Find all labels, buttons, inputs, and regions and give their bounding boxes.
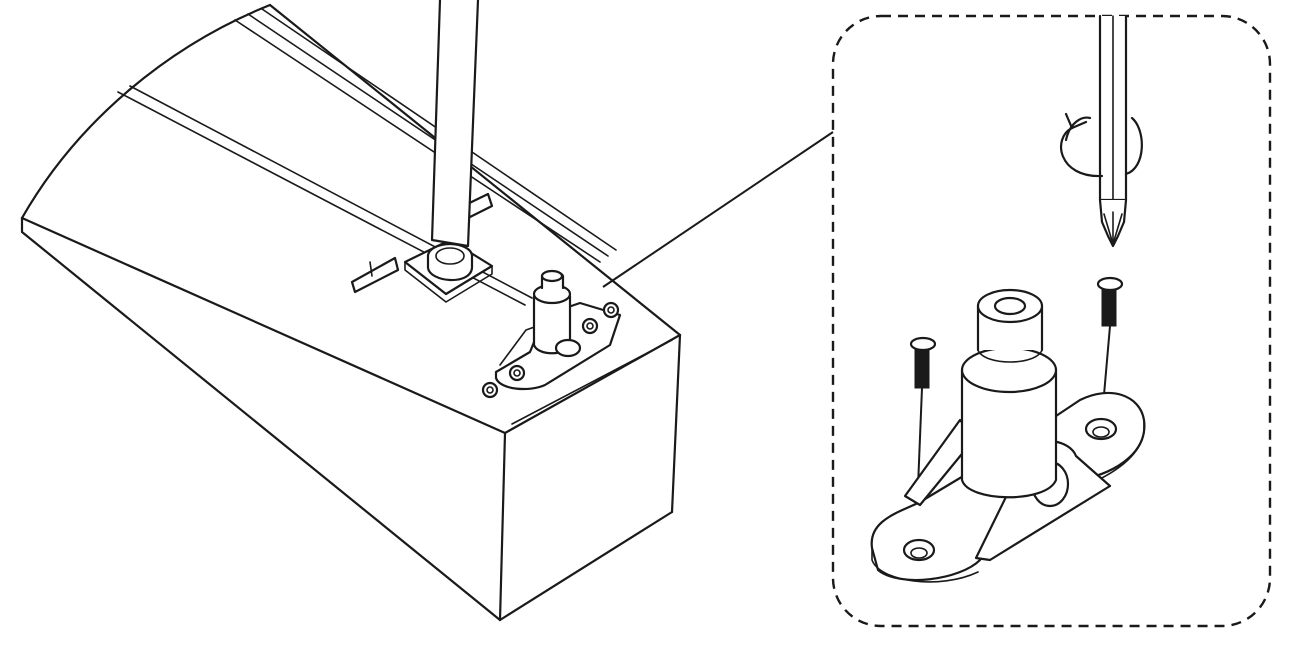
rotate-clockwise-arrow-icon: [1059, 112, 1143, 178]
housing-top-front-edge: [20, 216, 507, 435]
housing-end-right-edge: [670, 333, 682, 514]
detail-callout-frame: [831, 14, 1272, 628]
bracket-main-view: [481, 269, 622, 399]
housing-end-left-edge: [498, 431, 507, 622]
housing-end-bottom-edge: [498, 510, 674, 622]
end-bevel-line: [511, 339, 673, 425]
housing-front-bottom-edge: [20, 216, 502, 622]
rail-line-3: [234, 19, 601, 263]
rail-line-4: [247, 13, 609, 257]
support-tube: [426, 0, 480, 282]
bracket-detail-view: [870, 288, 1146, 583]
phillips-screwdriver-icon: [1098, 14, 1128, 248]
housing-curved-edge: [20, 3, 272, 220]
callout-leader-line: [602, 131, 834, 288]
